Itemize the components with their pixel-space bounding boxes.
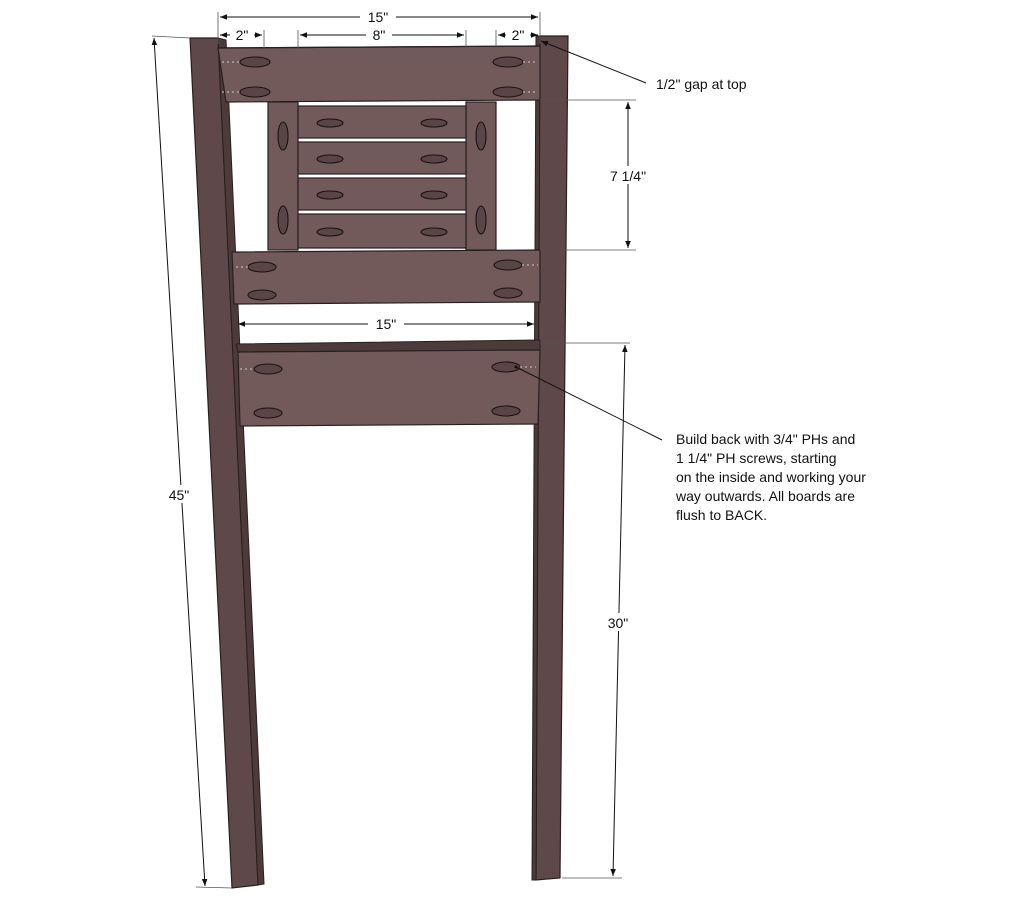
pocket-hole bbox=[239, 56, 271, 68]
callouts: 1/2" gap at top Build back with 3/4" PHs… bbox=[514, 40, 870, 523]
note-build-line-1: Build back with 3/4" PHs and bbox=[676, 431, 855, 447]
right-back-leg bbox=[535, 35, 569, 881]
dim-slat-panel-height: 7 1/4" bbox=[610, 168, 646, 184]
note-gap-at-top: 1/2" gap at top bbox=[656, 76, 747, 92]
pocket-hole bbox=[493, 259, 523, 271]
pocket-hole bbox=[420, 154, 448, 164]
pocket-hole bbox=[316, 154, 344, 164]
pocket-hole bbox=[492, 86, 524, 98]
note-build-line-5: flush to BACK. bbox=[676, 507, 767, 523]
pocket-hole bbox=[420, 118, 448, 128]
pocket-hole bbox=[493, 287, 523, 299]
pocket-hole bbox=[475, 205, 487, 235]
dim-left-gap: 2" bbox=[236, 27, 249, 43]
pocket-hole bbox=[420, 227, 448, 237]
pocket-hole bbox=[492, 56, 524, 68]
pocket-hole bbox=[239, 86, 271, 98]
pocket-hole bbox=[316, 118, 344, 128]
pocket-hole bbox=[420, 190, 448, 200]
note-build-instructions: Build back with 3/4" PHs and 1 1/4" PH s… bbox=[675, 431, 870, 523]
pocket-hole bbox=[277, 205, 289, 235]
dim-right-gap: 2" bbox=[512, 27, 525, 43]
pocket-hole bbox=[253, 363, 283, 375]
pocket-hole bbox=[253, 407, 283, 419]
note-build-line-3: on the inside and working your bbox=[676, 469, 866, 485]
pocket-hole bbox=[316, 227, 344, 237]
pocket-holes bbox=[239, 56, 524, 419]
dim-overall-height: 45" bbox=[169, 487, 190, 503]
pocket-hole bbox=[247, 261, 277, 273]
pocket-hole bbox=[247, 289, 277, 301]
pocket-hole bbox=[316, 190, 344, 200]
middle-rail bbox=[231, 249, 541, 305]
lower-rail bbox=[237, 349, 541, 427]
dim-top-total: 15" bbox=[368, 9, 389, 25]
note-build-line-4: way outwards. All boards are bbox=[675, 488, 855, 504]
pocket-hole bbox=[277, 121, 289, 151]
right-back-leg-edge bbox=[531, 35, 541, 881]
left-back-leg-edge bbox=[217, 37, 265, 886]
pocket-hole bbox=[491, 361, 521, 373]
pocket-hole bbox=[491, 405, 521, 417]
note-build-line-2: 1 1/4" PH screws, starting bbox=[676, 450, 837, 466]
chair-back-frame bbox=[189, 35, 569, 889]
dim-seat-height: 30" bbox=[608, 615, 629, 631]
pocket-hole bbox=[475, 121, 487, 151]
dim-middle-span: 15" bbox=[376, 316, 397, 332]
screw-paths bbox=[222, 61, 538, 370]
dim-center-panel: 8" bbox=[373, 27, 386, 43]
dimensions: 15" 2" 8" 2" 7 1/4" 15" 45" bbox=[151, 8, 654, 889]
